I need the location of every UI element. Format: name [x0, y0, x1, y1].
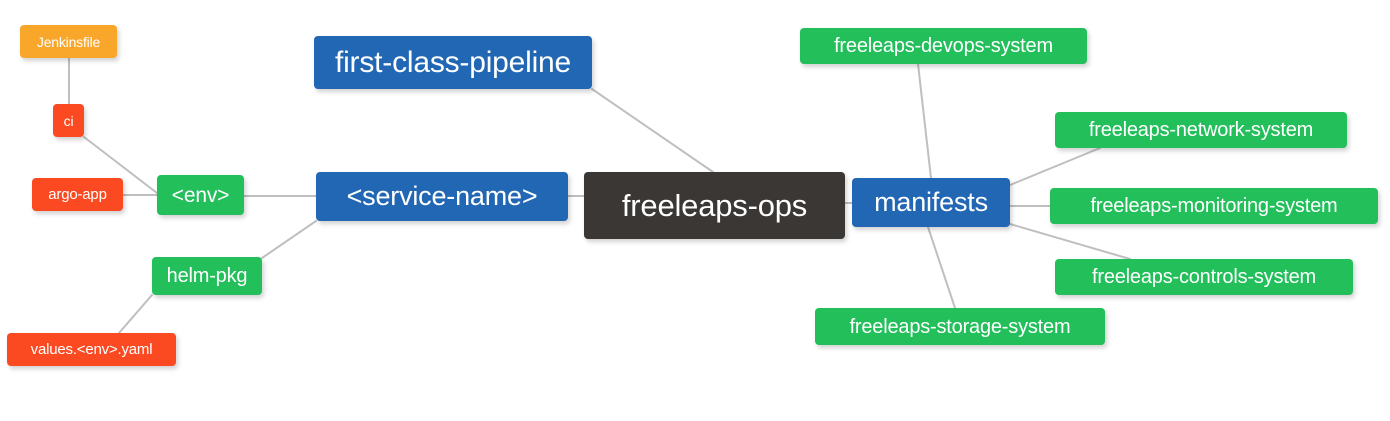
node-label-manifests: manifests: [874, 187, 988, 217]
node-label-ci: ci: [63, 112, 74, 129]
edge-first-class-pipeline-to-freeleaps-ops: [591, 88, 714, 173]
node-label-first-class-pipeline: first-class-pipeline: [334, 45, 572, 79]
node-label-values-yaml: values.<env>.yaml: [30, 341, 153, 358]
node-label-helm-pkg: helm-pkg: [166, 265, 248, 287]
edge-service-name-to-helm-pkg: [261, 220, 317, 259]
node-label-argo-app: argo-app: [48, 186, 107, 203]
node-label-jenkinsfile: Jenkinsfile: [36, 33, 101, 50]
node-label-freeleaps-monitoring-system: freeleaps-monitoring-system: [1090, 195, 1338, 217]
node-manifests[interactable]: manifests: [852, 178, 1010, 227]
node-freeleaps-storage-system[interactable]: freeleaps-storage-system: [815, 308, 1105, 345]
edge-helm-pkg-to-values-yaml: [118, 294, 153, 334]
node-service-name[interactable]: <service-name>: [316, 172, 568, 221]
edge-manifests-to-freeleaps-controls-system: [1009, 223, 1131, 260]
node-label-service-name: <service-name>: [346, 181, 538, 211]
node-first-class-pipeline[interactable]: first-class-pipeline: [314, 36, 592, 89]
node-freeleaps-monitoring-system[interactable]: freeleaps-monitoring-system: [1050, 188, 1378, 224]
node-freeleaps-ops[interactable]: freeleaps-ops: [584, 172, 845, 239]
node-label-env: <env>: [171, 183, 230, 207]
node-freeleaps-controls-system[interactable]: freeleaps-controls-system: [1055, 259, 1353, 295]
node-freeleaps-devops-system[interactable]: freeleaps-devops-system: [800, 28, 1087, 64]
node-label-freeleaps-storage-system: freeleaps-storage-system: [849, 315, 1071, 338]
edge-manifests-to-freeleaps-network-system: [1009, 147, 1101, 186]
node-freeleaps-network-system[interactable]: freeleaps-network-system: [1055, 112, 1347, 148]
node-ci[interactable]: ci: [53, 104, 84, 137]
edge-manifests-to-freeleaps-devops-system: [917, 63, 932, 179]
node-helm-pkg[interactable]: helm-pkg: [152, 257, 262, 295]
node-values-yaml[interactable]: values.<env>.yaml: [7, 333, 176, 366]
node-label-freeleaps-ops: freeleaps-ops: [621, 188, 808, 223]
node-jenkinsfile[interactable]: Jenkinsfile: [20, 25, 117, 58]
node-label-freeleaps-devops-system: freeleaps-devops-system: [834, 35, 1053, 57]
node-label-freeleaps-controls-system: freeleaps-controls-system: [1092, 266, 1316, 288]
node-argo-app[interactable]: argo-app: [32, 178, 123, 211]
edge-manifests-to-freeleaps-storage-system: [927, 226, 956, 309]
node-env[interactable]: <env>: [157, 175, 244, 215]
node-label-freeleaps-network-system: freeleaps-network-system: [1088, 119, 1314, 141]
